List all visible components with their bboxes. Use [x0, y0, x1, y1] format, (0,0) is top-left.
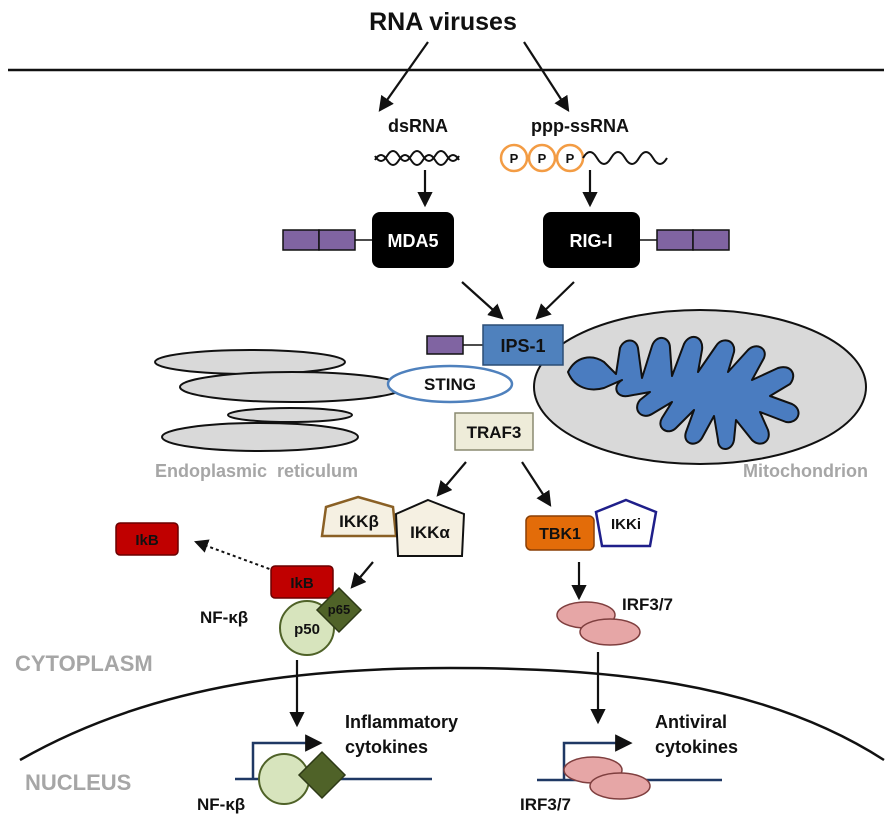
traf3-adaptor: TRAF3 [454, 412, 534, 451]
irf-cytoplasm-label: IRF3/7 [622, 595, 673, 614]
mda5-receptor: MDA5 [282, 212, 454, 268]
arrow-ikb-release [194, 539, 276, 572]
arrow-virus-to-dsrna [378, 41, 429, 112]
er-label: Endoplasmic reticulum [155, 461, 358, 481]
inflammatory-label-line1: Inflammatory [345, 712, 458, 732]
ikb-free-label: IkB [135, 532, 159, 549]
endoplasmic-reticulum [154, 349, 405, 452]
triphosphate-group: P P P [499, 143, 585, 173]
sting-adaptor: STING [386, 364, 514, 404]
tbk1-label: TBK1 [539, 526, 581, 543]
mda5-label: MDA5 [387, 231, 438, 251]
rigi-label: RIG-I [570, 231, 613, 251]
irf-nucleus-label: IRF3/7 [520, 795, 571, 814]
ikk-beta: IKKβ [320, 495, 398, 538]
arrow-rigi-to-ips1 [535, 281, 575, 320]
irf-dimer [556, 601, 641, 646]
ikb-bound [270, 565, 334, 599]
antiviral-label-line2: cytokines [655, 737, 738, 757]
dsrna-label: dsRNA [388, 116, 448, 136]
arrow-ikk-to-nfkb [350, 561, 374, 589]
p65-subunit [315, 586, 363, 634]
ikka-label: IKKα [410, 523, 450, 542]
ips1-label: IPS-1 [500, 336, 545, 356]
ssrna-strand-icon [582, 151, 668, 165]
ikk-alpha: IKKα [394, 498, 466, 557]
p65-label: p65 [328, 602, 350, 617]
antiviral-label-line1: Antiviral [655, 712, 727, 732]
arrow-mda5-to-ips1 [461, 281, 504, 320]
inflammatory-gene [235, 734, 432, 805]
nfkb-p65-bound [297, 750, 347, 800]
phosphate-label-1: P [510, 151, 519, 166]
mito-label: Mitochondrion [743, 461, 868, 481]
ikb-bound-label: IkB [290, 575, 314, 592]
inflammatory-label-line2: cytokines [345, 737, 428, 757]
arrow-traf3-to-tbk1 [521, 461, 552, 507]
nucleus-label: NUCLEUS [25, 770, 131, 795]
ips1-adaptor: IPS-1 [426, 324, 564, 366]
mitochondrion [533, 309, 867, 465]
traf3-label: TRAF3 [467, 423, 522, 442]
dsrna-strands-icon [374, 150, 460, 166]
nuclear-envelope [19, 666, 885, 762]
nfkb-cytoplasm-label: NF-κβ [200, 608, 248, 627]
sting-label: STING [424, 375, 476, 394]
diagram-title: RNA viruses [369, 8, 517, 36]
ikkb-label: IKKβ [339, 512, 379, 531]
p50-label: p50 [294, 621, 320, 638]
nfkb-complex: IkB p50 p65 [270, 565, 363, 656]
cytoplasm-label: CYTOPLASM [15, 651, 153, 676]
irf-bound-lower [589, 772, 651, 800]
rigi-receptor: RIG-I [543, 212, 730, 268]
antiviral-gene [537, 734, 722, 800]
phosphate-label-3: P [566, 151, 575, 166]
nfkb-nucleus-label: NF-κβ [197, 795, 245, 814]
arrow-virus-to-ssrna [523, 41, 570, 112]
ikb-free: IkB [115, 522, 179, 556]
ikki-label: IKKi [611, 516, 641, 533]
ikki-kinase: IKKi [594, 498, 658, 548]
phosphate-label-2: P [538, 151, 547, 166]
arrow-traf3-to-ikk [436, 461, 467, 497]
tbk1-kinase: TBK1 [525, 515, 595, 551]
ssrna-label: ppp-ssRNA [531, 116, 629, 136]
mitochondrion-cristae [567, 335, 800, 450]
nfkb-p50-bound [258, 753, 310, 805]
